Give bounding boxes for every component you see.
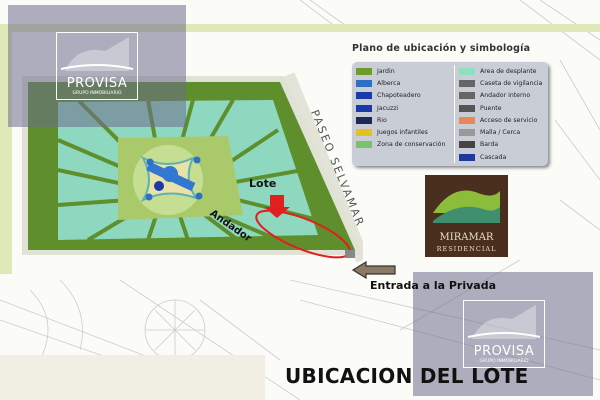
legend-item: Barda: [459, 139, 553, 151]
development-subtitle: RESIDENCIAL: [436, 245, 497, 253]
legend-item-label: Area de desplante: [480, 67, 537, 75]
legend-swatch-icon: [459, 116, 475, 124]
legend-item: Juegos infantiles: [356, 126, 448, 138]
provisa-logo: PROVISA GRUPO INMOBILIARIO: [56, 32, 138, 100]
legend-item-label: Barda: [480, 141, 499, 149]
legend-swatch-icon: [459, 141, 475, 149]
legend-swatch-icon: [459, 79, 475, 87]
legend-item-label: Cascada: [480, 153, 507, 161]
legend-item-label: Jacuzzi: [377, 104, 399, 112]
legend-item: Area de desplante: [459, 65, 553, 77]
legend-swatch-icon: [356, 67, 372, 75]
legend-swatch-icon: [356, 129, 372, 137]
company-subtitle: GRUPO INMOBILIARIO: [72, 91, 122, 96]
legend-item: Malla / Cerca: [459, 126, 553, 138]
legend-item: Chapoteadero: [356, 90, 448, 102]
legend-item: Acceso de servicio: [459, 114, 553, 126]
legend-swatch-icon: [459, 104, 475, 112]
company-subtitle: GRUPO INMOBILIARIO: [479, 359, 529, 364]
legend-item-label: Juegos infantiles: [377, 129, 428, 137]
legend-item-label: Alberca: [377, 79, 401, 87]
development-name: MIRAMAR: [439, 232, 494, 243]
legend-swatch-icon: [356, 141, 372, 149]
guard-booth: [345, 250, 355, 258]
legend-swatch-icon: [459, 92, 475, 100]
legend-title: Plano de ubicación y simbología: [352, 43, 531, 54]
legend-swatch-icon: [356, 92, 372, 100]
page-title: UBICACION DEL LOTE: [285, 364, 529, 388]
legend-item-label: Andador interno: [480, 92, 531, 100]
provisa-watermark-bottom: PROVISA GRUPO INMOBILIARIO: [413, 272, 593, 396]
legend-item-label: Rio: [377, 116, 387, 124]
legend-item-label: Zona de conservación: [377, 141, 446, 149]
entrance-arrow-icon: [352, 261, 396, 279]
lot-label: Lote: [249, 177, 277, 190]
legend-item: Jacuzzi: [356, 102, 448, 114]
legend-swatch-icon: [356, 104, 372, 112]
legend-item-label: Acceso de servicio: [480, 116, 538, 124]
legend-item-label: Malla / Cerca: [480, 129, 521, 137]
legend-item: Alberca: [356, 77, 448, 89]
legend-item: Puente: [459, 102, 553, 114]
frame-band-bottom-left: [0, 355, 265, 400]
entrance-label: Entrada a la Privada: [370, 279, 497, 292]
legend-item: Andador interno: [459, 90, 553, 102]
site-plan-map: [22, 72, 363, 263]
legend-item: Rio: [356, 114, 448, 126]
miramar-logo: MIRAMAR RESIDENCIAL: [425, 175, 508, 257]
lot-pointer-arrow: [264, 195, 290, 218]
wave-icon: [433, 190, 500, 223]
legend-swatch-icon: [459, 153, 475, 161]
provisa-logo: PROVISA GRUPO INMOBILIARIO: [463, 300, 545, 368]
legend-item-label: Chapoteadero: [377, 92, 421, 100]
company-name: PROVISA: [66, 76, 128, 91]
provisa-watermark-top: PROVISA GRUPO INMOBILIARIO: [8, 5, 186, 127]
legend-item-label: Puente: [480, 104, 502, 112]
legend-item: Jardin: [356, 65, 448, 77]
legend-item-label: Jardin: [377, 67, 395, 75]
legend-item: Caseta de vigilancia: [459, 77, 553, 89]
legend-swatch-icon: [356, 79, 372, 87]
company-name: PROVISA: [473, 344, 535, 359]
legend-swatch-icon: [459, 129, 475, 137]
legend-swatch-icon: [459, 67, 475, 75]
legend-item: Cascada: [459, 151, 553, 163]
legend-swatch-icon: [356, 116, 372, 124]
legend-item-label: Caseta de vigilancia: [480, 79, 543, 87]
frame-band-top: [0, 24, 600, 32]
legend-item: Zona de conservación: [356, 139, 448, 151]
